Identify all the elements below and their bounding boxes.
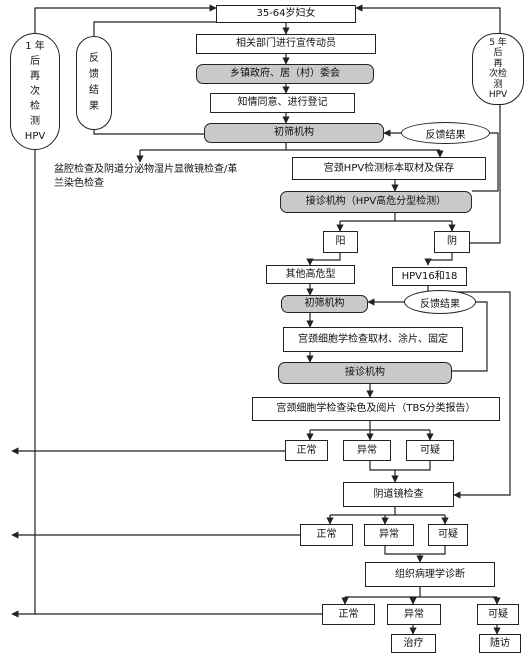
- node-normal-3: 正常: [322, 604, 375, 625]
- node-publicity: 相关部门进行宣传动员: [196, 34, 376, 54]
- node-negative: 阴: [434, 231, 470, 253]
- node-normal-1: 正常: [285, 440, 328, 461]
- node-abnormal-2: 异常: [364, 524, 414, 546]
- node-abnormal-3: 异常: [387, 604, 441, 625]
- node-treatment: 治疗: [391, 634, 436, 653]
- node-normal-2: 正常: [300, 524, 353, 546]
- node-township-committee: 乡镇政府、居（村）委会: [196, 64, 374, 84]
- node-other-high-risk: 其他高危型: [266, 265, 355, 284]
- node-feedback-1: 反馈结果: [401, 122, 490, 144]
- node-referral-2: 接诊机构: [278, 362, 452, 384]
- node-suspicious-2: 可疑: [428, 524, 468, 546]
- node-pelvic-exam: 盆腔检查及阴道分泌物湿片显微镜检查/革兰染色检查: [54, 164, 238, 189]
- line-negative-to-five-year: [470, 96, 501, 244]
- node-cytology-staining: 宫颈细胞学检查染色及阅片（TBS分类报告）: [252, 397, 500, 421]
- node-abnormal-1: 异常: [343, 440, 391, 461]
- node-referral-hpv-test: 接诊机构（HPV高危分型检测）: [280, 191, 472, 213]
- node-follow-up: 随访: [479, 634, 521, 653]
- node-feedback-vertical: 反 馈 结 果: [76, 36, 112, 130]
- node-suspicious-1: 可疑: [406, 440, 454, 461]
- node-five-year-recheck: 5 年 后 再 次检 测 HPV: [472, 33, 524, 105]
- line-feedback-left-bottom: [93, 130, 204, 135]
- line-left-loop-top: [34, 4, 217, 33]
- line-feedback-top-left: [93, 21, 216, 36]
- node-one-year-recheck: 1 年 后 再 次 检 测 HPV: [10, 33, 60, 150]
- node-feedback-2: 反馈结果: [404, 290, 476, 314]
- node-hpv-sampling: 宫颈HPV检测标本取材及保存: [292, 157, 486, 180]
- node-hpv16-18: HPV16和18: [392, 267, 467, 286]
- node-colposcopy: 阴道镜检查: [343, 482, 454, 507]
- line-right-loop-top: [355, 4, 501, 33]
- node-positive: 阳: [323, 231, 358, 253]
- line-hpv16-to-colposcopy: [427, 286, 511, 499]
- node-suspicious-3: 可疑: [477, 604, 519, 625]
- node-histopathology: 组织病理学诊断: [365, 562, 495, 587]
- node-women-35-64: 35-64岁妇女: [216, 5, 356, 23]
- node-informed-consent: 知情同意、进行登记: [210, 93, 355, 113]
- node-cytology-sampling: 宫颈细胞学检查取材、涂片、固定: [283, 327, 463, 352]
- node-primary-screening-1: 初筛机构: [204, 123, 384, 143]
- node-primary-screening-2: 初筛机构: [281, 295, 368, 313]
